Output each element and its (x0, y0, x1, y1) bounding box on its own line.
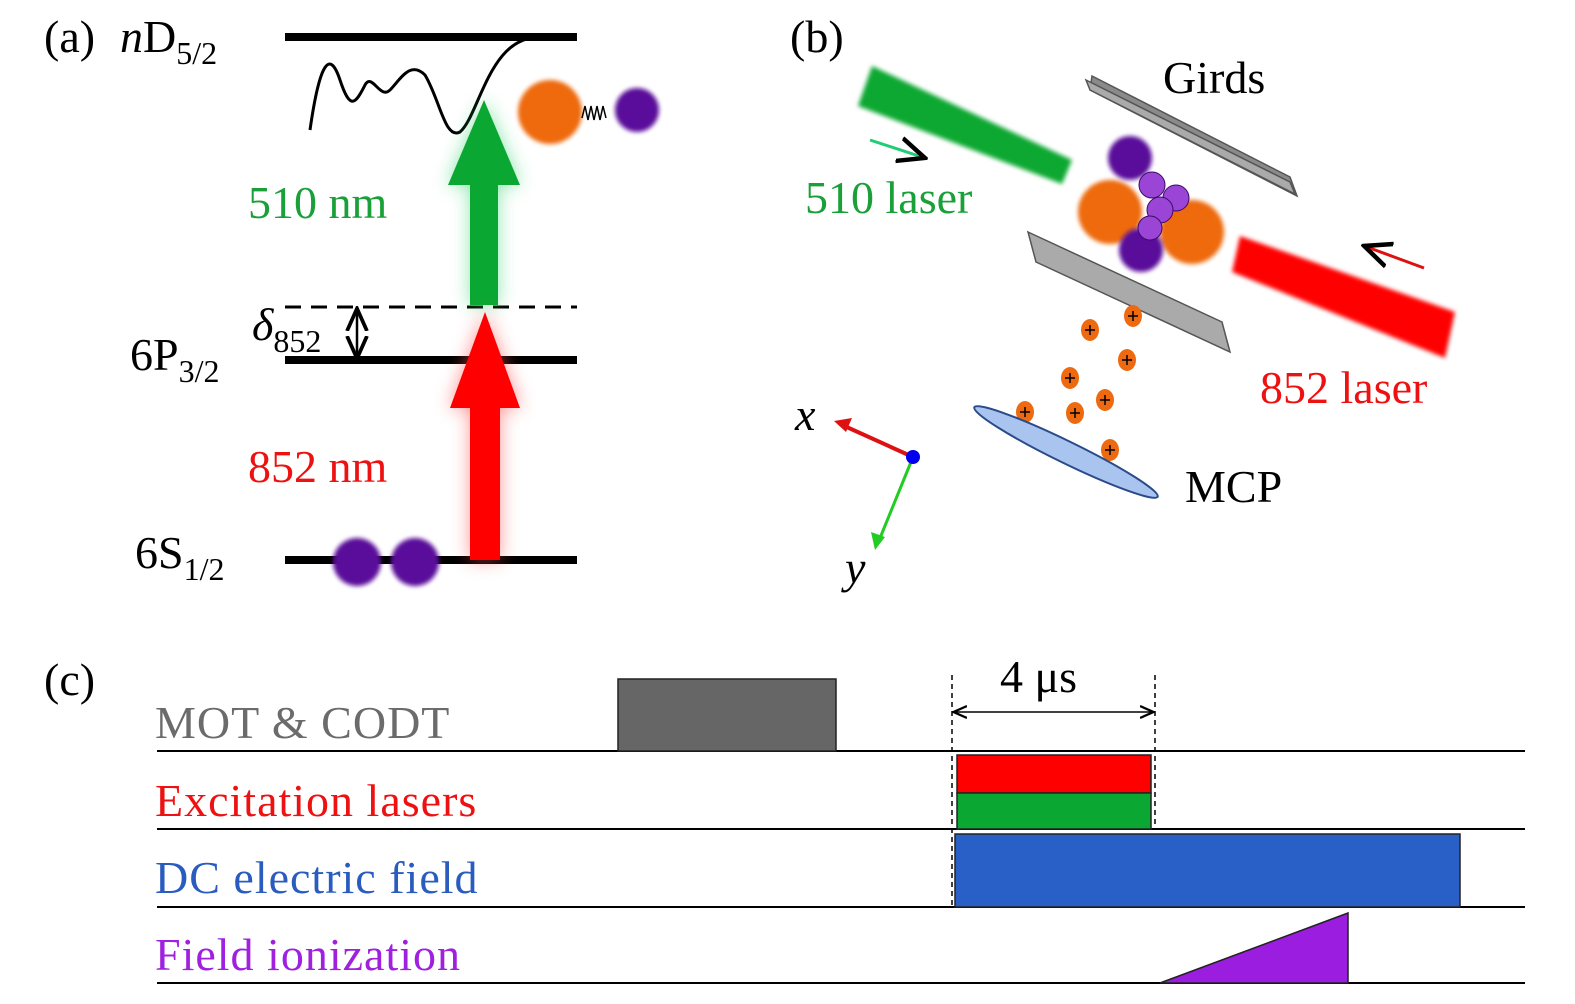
y-axis-label: y (841, 542, 866, 593)
panel-a-label: (a) (44, 11, 95, 62)
pulse-field-ionization-ramp (1159, 911, 1349, 984)
row-label-excitation-lasers: Excitation lasers (155, 775, 477, 826)
laser-852-label: 852 nm (248, 441, 388, 492)
ground-atom (391, 538, 439, 586)
row-label-mot-codt: MOT & CODT (155, 697, 450, 748)
row-label-field-ionization: Field ionization (155, 929, 461, 980)
panel-b-label: (b) (790, 11, 844, 62)
x-axis-arrow (839, 422, 914, 459)
x-axis-label: x (794, 389, 816, 440)
laser-852-direction-arrow (1367, 247, 1425, 270)
level-6p-label: 6P3/2 (130, 329, 219, 389)
level-nd-label: nD5/2 (120, 11, 217, 71)
laser-510-arrow (448, 100, 520, 305)
level-6s-label: 6S1/2 (135, 527, 224, 587)
laser-510-label: 510 nm (248, 177, 388, 228)
laser-852-arrow (450, 312, 520, 560)
grid-plate-top (1084, 74, 1299, 198)
pulse-mot-codt (617, 678, 837, 752)
atom-cluster (1078, 136, 1224, 272)
laser-510-beam-label: 510 laser (805, 172, 972, 223)
pulse-852-laser (956, 754, 1152, 794)
y-axis-arrow (876, 456, 915, 544)
panel-c-label: (c) (44, 654, 95, 705)
mcp-detector (973, 405, 1159, 499)
laser-852-beam (1232, 236, 1455, 358)
grids-label: Girds (1163, 52, 1265, 103)
detuning-label: δ852 (252, 299, 321, 359)
ions (1016, 305, 1142, 461)
axes-origin (906, 450, 920, 464)
mcp-label: MCP (1185, 461, 1282, 512)
pulse-dc-field (954, 833, 1461, 908)
coordinate-axes: x y (794, 389, 920, 593)
molecular-potential-curve (308, 36, 577, 135)
row-label-dc-field: DC electric field (155, 852, 479, 903)
panel-a-energy-levels: (a) nD5/2 6P3/2 6S1/2 δ852 510 nm 852 nm (44, 11, 659, 587)
panel-b-setup: (b) Girds 510 laser 852 laser (790, 11, 1455, 593)
rydberg-molecule-icon (518, 80, 659, 144)
grid-plate-bottom (1026, 230, 1232, 354)
laser-510-beam (858, 66, 1072, 184)
duration-label: 4 μs (1000, 651, 1077, 702)
laser-852-beam-label: 852 laser (1260, 362, 1427, 413)
pulse-510-laser (956, 792, 1152, 830)
panel-c-timing-sequence: (c) MOT & CODT Excitation lasers DC elec… (44, 651, 1525, 984)
ground-atom (333, 538, 381, 586)
laser-510-direction-arrow (869, 140, 922, 157)
